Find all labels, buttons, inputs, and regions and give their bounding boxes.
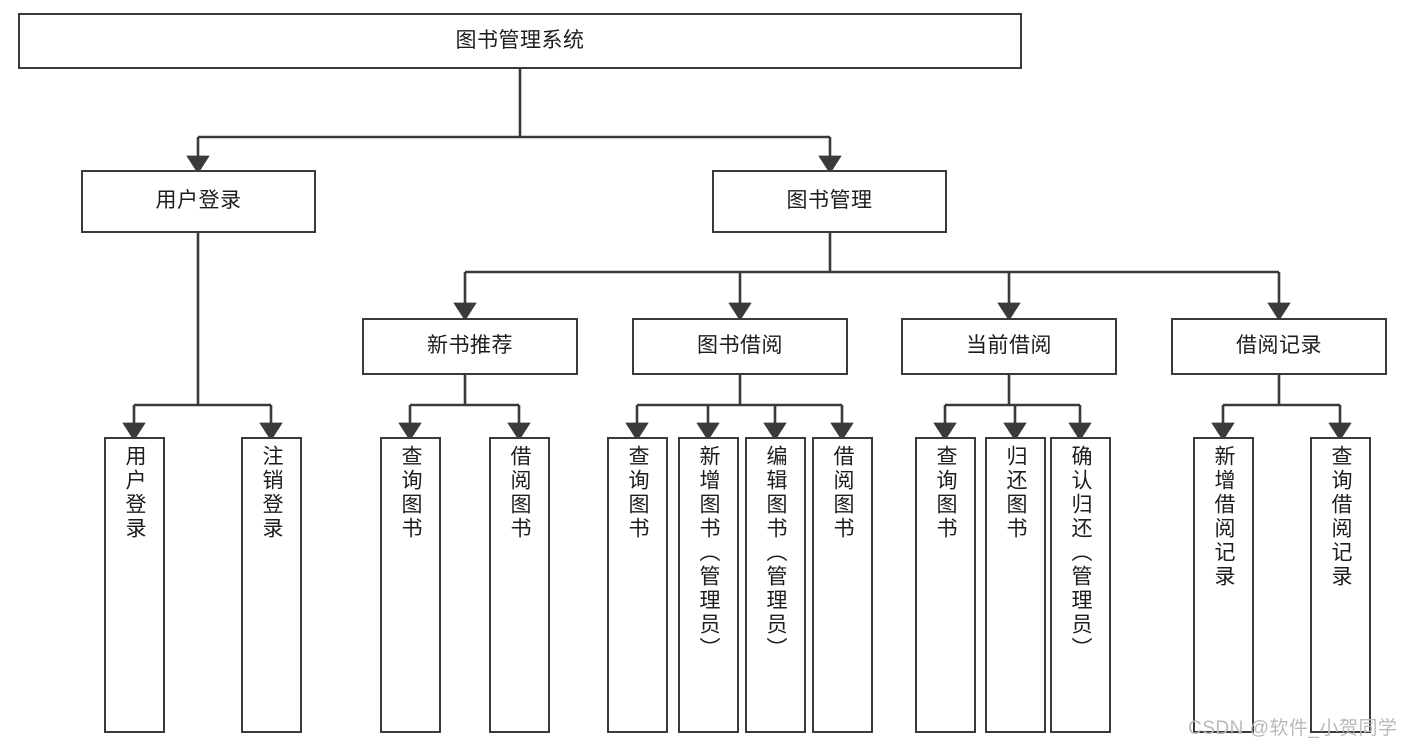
node-label: 查询借阅记录: [1329, 445, 1352, 589]
leaf-user-login-logout[interactable]: 注销登录: [241, 437, 302, 733]
node-label: 用户登录: [123, 445, 146, 541]
node-label: 借阅图书: [508, 445, 531, 541]
node-label: 编辑图书（管理员）: [764, 445, 787, 661]
node-book-borrow[interactable]: 图书借阅: [632, 318, 848, 375]
leaf-borrow-query-book[interactable]: 查询图书: [607, 437, 668, 733]
leaf-recommend-borrow-book[interactable]: 借阅图书: [489, 437, 550, 733]
leaf-recommend-query-book[interactable]: 查询图书: [380, 437, 441, 733]
node-label: 新增借阅记录: [1212, 445, 1235, 589]
node-label: 借阅记录: [1236, 334, 1322, 358]
leaf-current-query-book[interactable]: 查询图书: [915, 437, 976, 733]
node-label: 新书推荐: [427, 334, 513, 358]
leaf-borrow-borrow-book[interactable]: 借阅图书: [812, 437, 873, 733]
node-user-login[interactable]: 用户登录: [81, 170, 316, 233]
node-new-book-recommend[interactable]: 新书推荐: [362, 318, 578, 375]
leaf-record-add-record[interactable]: 新增借阅记录: [1193, 437, 1254, 733]
leaf-borrow-add-book-admin[interactable]: 新增图书（管理员）: [678, 437, 739, 733]
node-label: 借阅图书: [831, 445, 854, 541]
node-label: 注销登录: [260, 445, 283, 541]
node-label: 图书借阅: [697, 334, 783, 358]
node-root-system[interactable]: 图书管理系统: [18, 13, 1022, 69]
leaf-borrow-edit-book-admin[interactable]: 编辑图书（管理员）: [745, 437, 806, 733]
node-label: 新增图书（管理员）: [697, 445, 720, 661]
node-label: 当前借阅: [966, 334, 1052, 358]
node-label: 归还图书: [1004, 445, 1027, 541]
leaf-user-login-login[interactable]: 用户登录: [104, 437, 165, 733]
leaf-current-confirm-return-admin[interactable]: 确认归还（管理员）: [1050, 437, 1111, 733]
leaf-record-query-record[interactable]: 查询借阅记录: [1310, 437, 1371, 733]
node-label: 图书管理系统: [455, 28, 585, 52]
node-label: 确认归还（管理员）: [1069, 445, 1092, 661]
node-label: 查询图书: [934, 445, 957, 541]
csdn-watermark: CSDN @软件_小贺同学: [1188, 718, 1398, 739]
node-label: 查询图书: [399, 445, 422, 541]
node-book-management[interactable]: 图书管理: [712, 170, 947, 233]
leaf-current-return-book[interactable]: 归还图书: [985, 437, 1046, 733]
node-label: 查询图书: [626, 445, 649, 541]
node-borrow-record[interactable]: 借阅记录: [1171, 318, 1387, 375]
node-current-borrow[interactable]: 当前借阅: [901, 318, 1117, 375]
node-label: 图书管理: [786, 189, 873, 213]
node-label: 用户登录: [155, 189, 242, 213]
